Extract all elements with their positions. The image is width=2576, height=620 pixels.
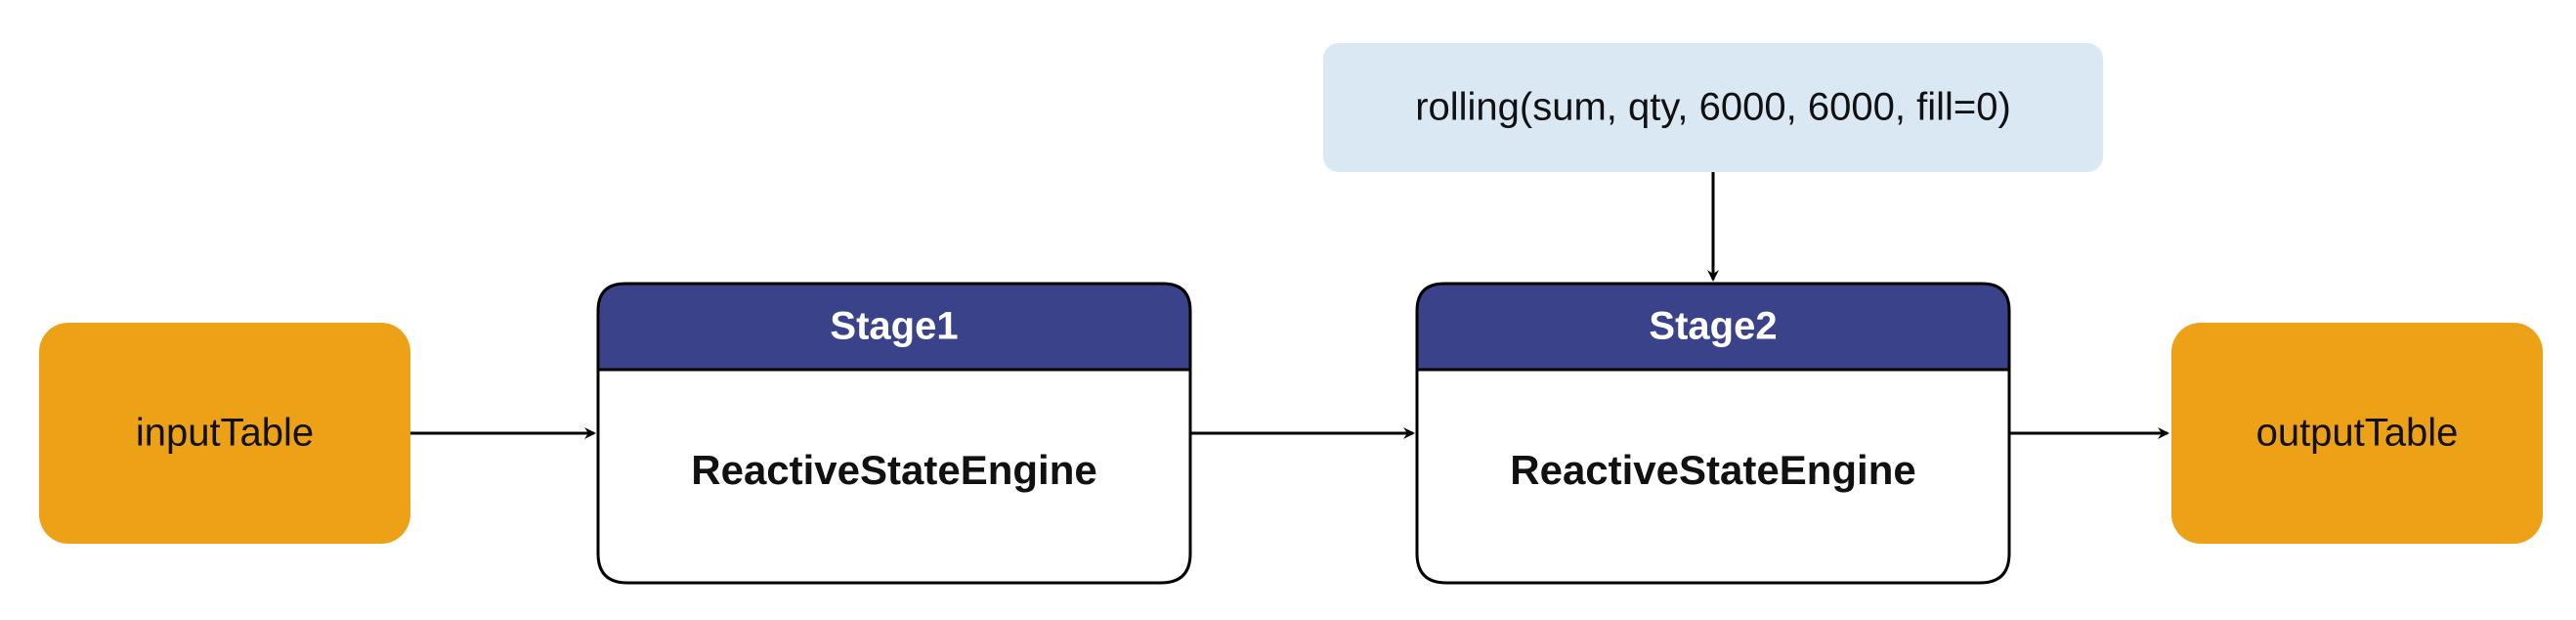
stage2-body bbox=[1415, 368, 2011, 585]
input-table-node: inputTable bbox=[39, 323, 410, 544]
input-table-box bbox=[39, 323, 410, 544]
stage2-engine-label: ReactiveStateEngine bbox=[1510, 447, 1916, 493]
rolling-note: rolling(sum, qty, 6000, 6000, fill=0) bbox=[1323, 43, 2103, 172]
stage1-body bbox=[596, 368, 1192, 585]
output-table-label: outputTable bbox=[2256, 412, 2459, 455]
rolling-note-box bbox=[1323, 43, 2103, 172]
stage1-title: Stage1 bbox=[830, 305, 958, 348]
input-table-label: inputTable bbox=[136, 412, 314, 455]
stage1-engine-label: ReactiveStateEngine bbox=[691, 447, 1097, 493]
output-table-box bbox=[2171, 323, 2543, 544]
stage1-header bbox=[596, 282, 1192, 372]
stage2-node: Stage2 ReactiveStateEngine bbox=[1415, 282, 2011, 585]
stage2-header bbox=[1415, 282, 2011, 372]
output-table-node: outputTable bbox=[2171, 323, 2543, 544]
stage1-node: Stage1 ReactiveStateEngine bbox=[596, 282, 1192, 585]
rolling-note-label: rolling(sum, qty, 6000, 6000, fill=0) bbox=[1415, 86, 2011, 129]
stage2-title: Stage2 bbox=[1649, 305, 1777, 348]
